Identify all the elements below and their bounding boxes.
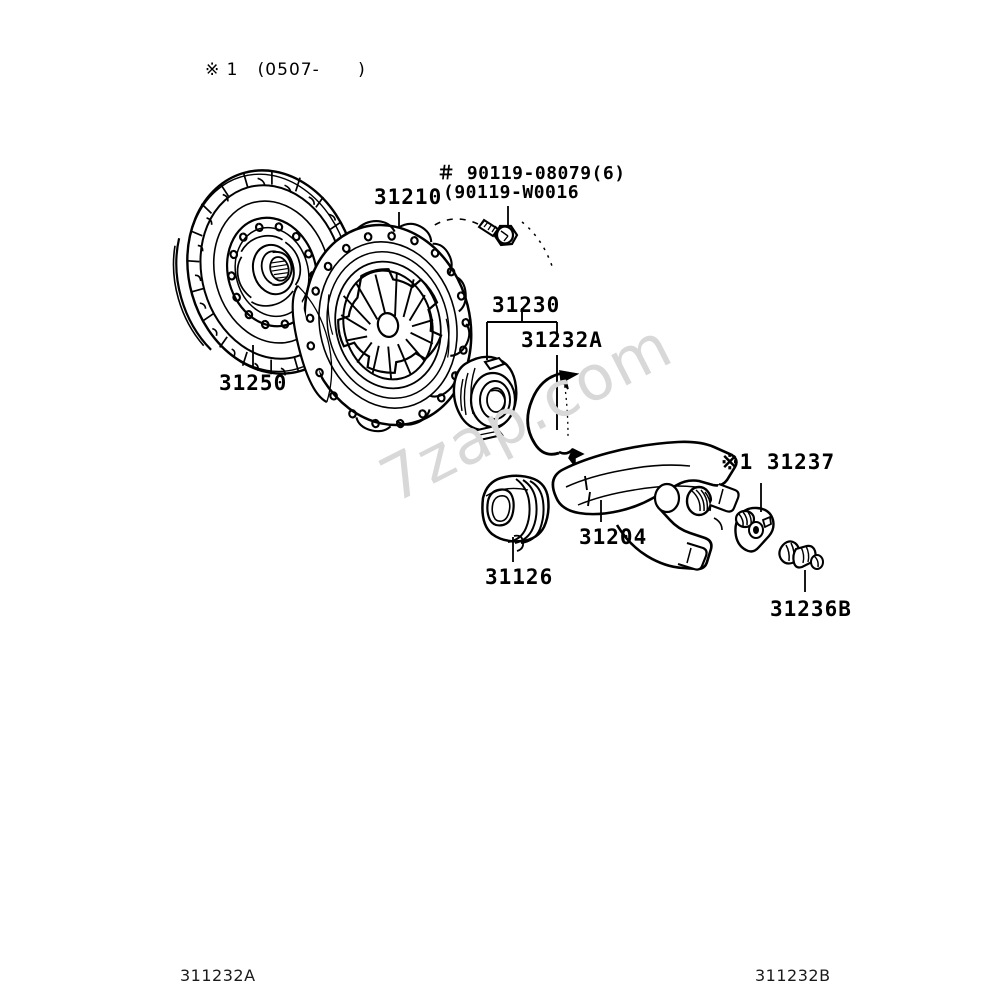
pivot-bolt-drawing [778, 540, 824, 570]
label-31210: 31210 [374, 185, 443, 209]
fork-pivot-drawing [734, 506, 775, 553]
label-31126: 31126 [485, 565, 554, 589]
footer-left-code: 311232A [180, 966, 256, 985]
label-cover-bolt-secondary: (90119-W0016 [443, 182, 580, 203]
pressure-plate-drawing [291, 220, 473, 433]
cover-bolt-drawing [432, 206, 553, 267]
release-bearing-drawing [452, 355, 518, 442]
note-date-range: ※ 1 (0507- ) [205, 60, 366, 80]
dust-boot-drawing [481, 474, 550, 552]
leader-31230 [486, 308, 558, 360]
bearing-clip-drawing [526, 370, 585, 469]
label-31250: 31250 [219, 371, 288, 395]
label-cover-bolt-primary: ＃ 90119-08079(6) [437, 163, 626, 184]
label-31237: ※1 31237 [721, 450, 836, 474]
label-31230: 31230 [492, 293, 561, 317]
release-fork-drawing [551, 440, 740, 571]
footer-right-code: 311232B [755, 966, 831, 985]
label-31236B: 31236B [770, 597, 852, 621]
label-31204: 31204 [579, 525, 648, 549]
label-31232A: 31232A [521, 328, 603, 352]
